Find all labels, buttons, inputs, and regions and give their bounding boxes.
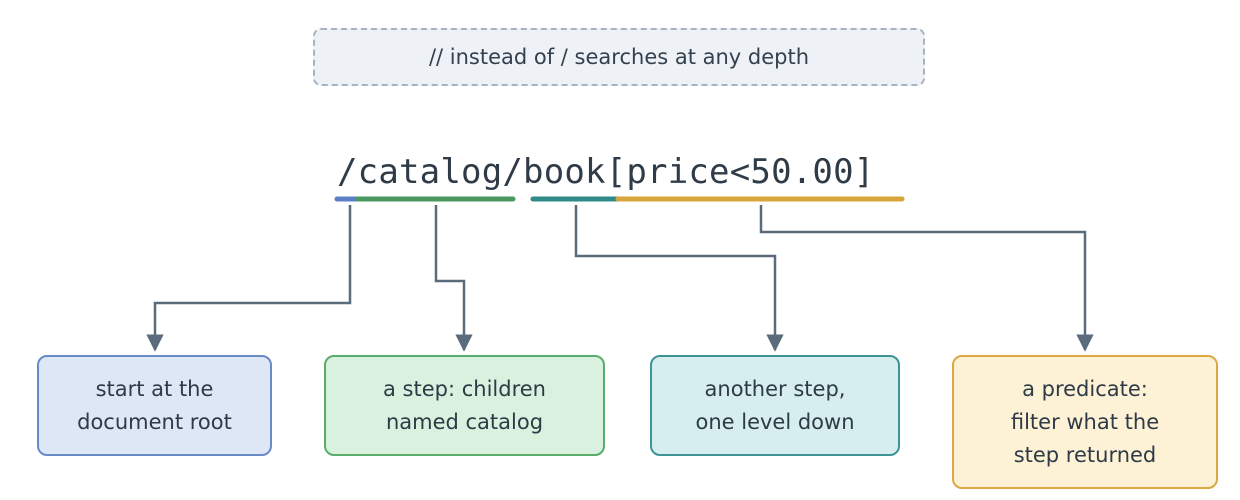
predicate-explanation-box: a predicate: filter what the step return… [952,355,1218,489]
predicate-line-2: filter what the [1010,409,1160,434]
xpath-expression: /catalog/book[price<50.00] [337,152,875,192]
tip-note: // instead of / searches at any depth [313,28,925,86]
root-explanation-box: start at the document root [37,355,272,456]
root-line-1: start at the [95,376,214,401]
predicate-line-1: a predicate: [1022,376,1148,401]
next-line-1: another step, [704,376,846,401]
connector-predicate [759,205,1094,352]
step-line-1: a step: children [383,376,546,401]
step-explanation-box: a step: children named catalog [324,355,605,456]
step-line-2: named catalog [385,409,544,434]
root-line-2: document root [77,409,232,434]
tip-note-text: // instead of / searches at any depth [428,45,810,69]
next-line-2: one level down [695,409,855,434]
connector-root [146,205,352,352]
next-step-explanation-box: another step, one level down [650,355,900,456]
connector-step [434,205,473,352]
connector-next [574,205,784,352]
predicate-line-3: step returned [1013,442,1157,467]
